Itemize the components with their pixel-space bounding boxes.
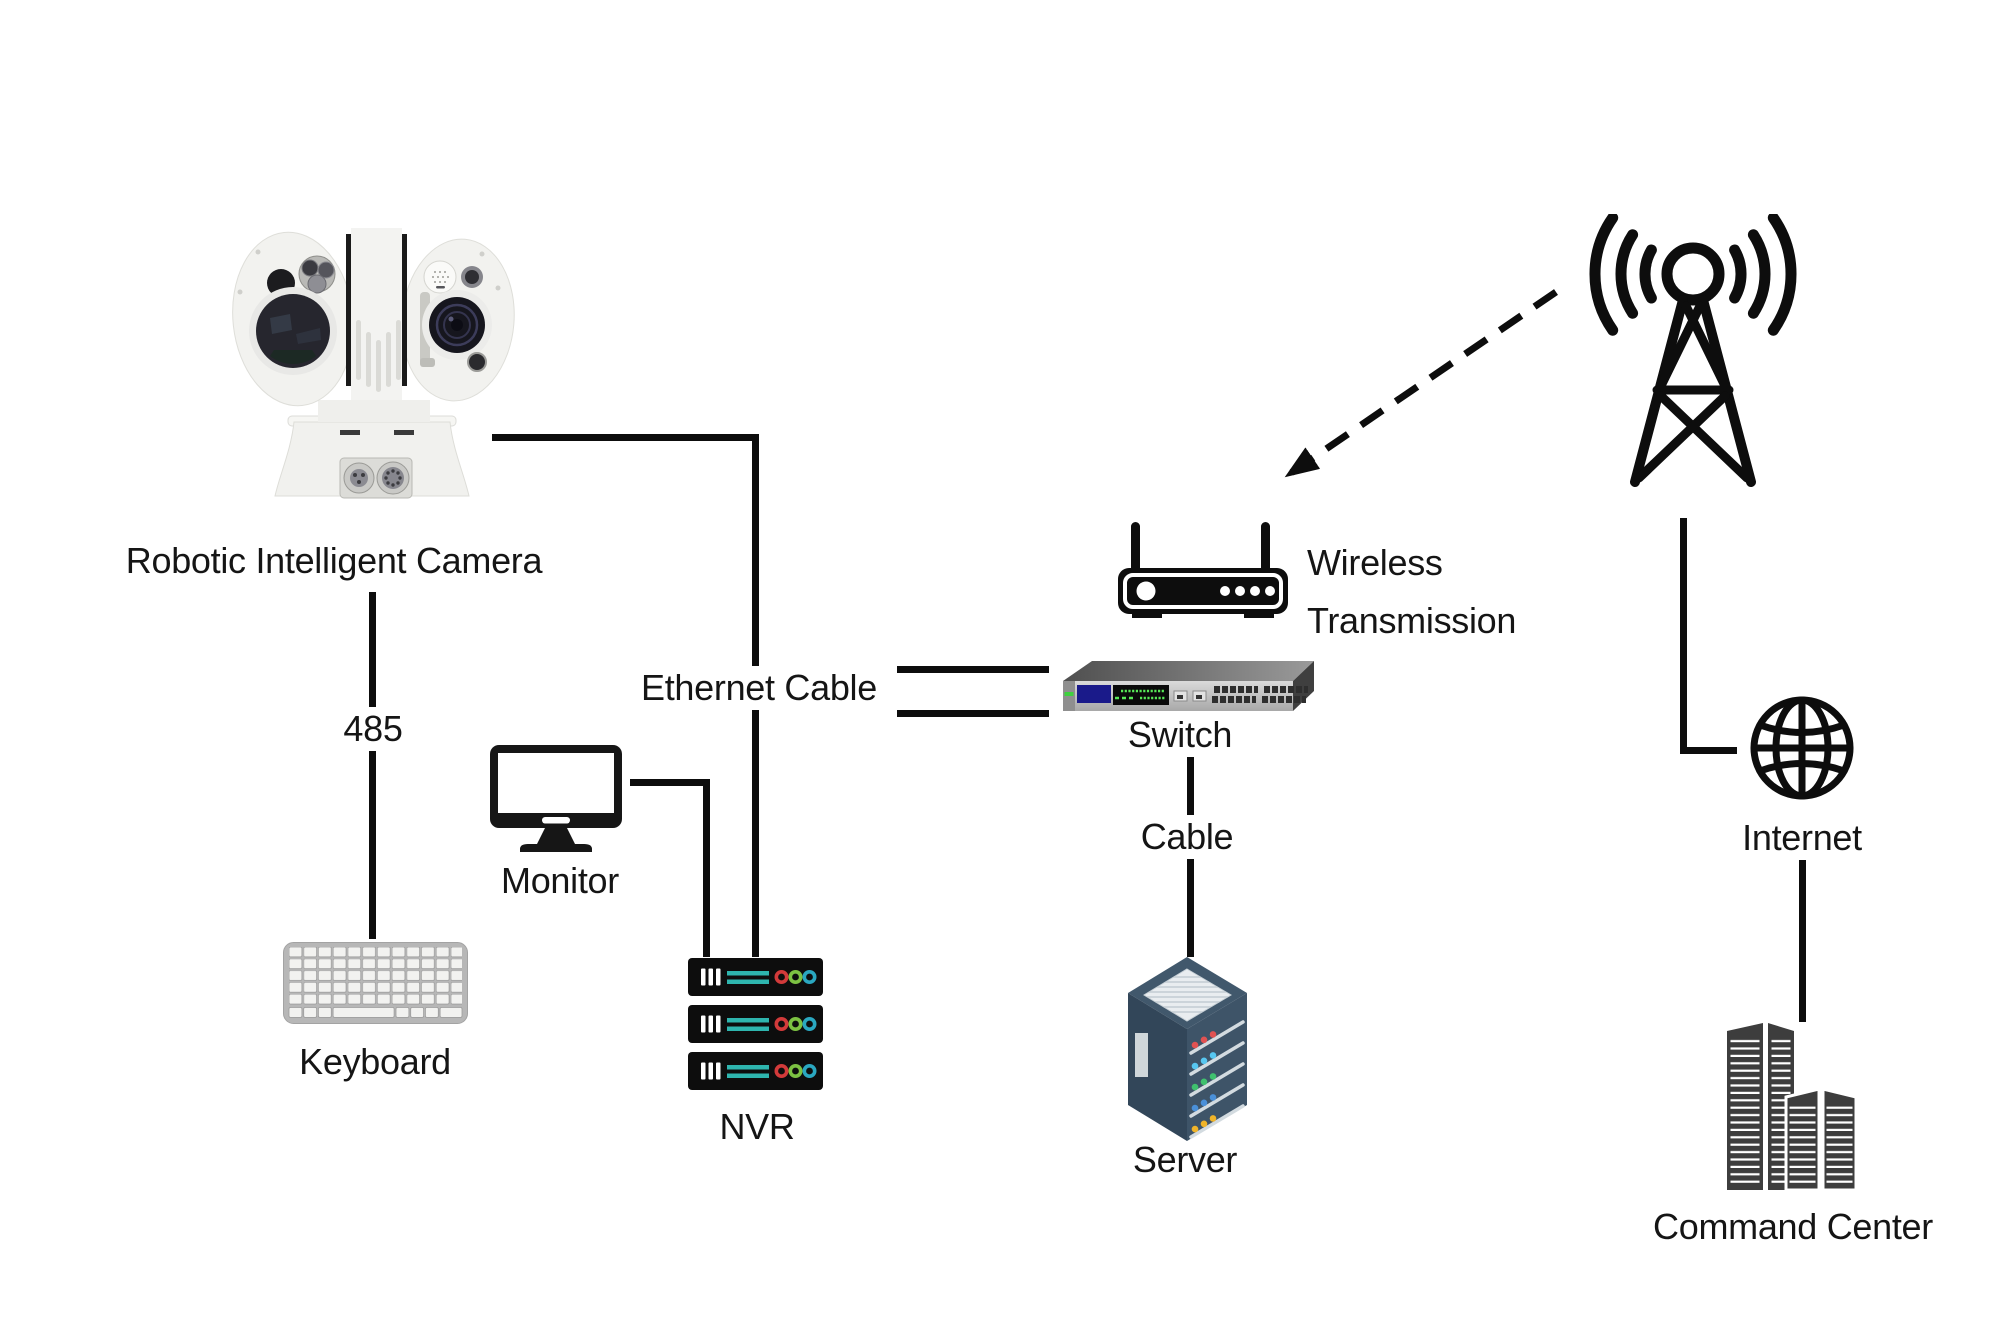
nvr-icon <box>688 958 823 1090</box>
command-center-label: Command Center <box>1653 1206 1933 1247</box>
signal-tower-icon <box>1589 214 1797 487</box>
wireless-transmission-label: Wireless Transmission <box>1307 534 1516 650</box>
edge-rs485-vertical <box>369 592 376 939</box>
cable-label: Cable <box>1130 815 1244 859</box>
robotic-camera-image <box>232 228 515 499</box>
server-label: Server <box>1132 1139 1238 1180</box>
nvr-label: NVR <box>719 1106 795 1147</box>
edge-tower-to-internet-vertical <box>1680 518 1687 754</box>
edge-ethernet-double-line-top <box>897 666 1049 673</box>
internet-globe-icon <box>1750 696 1854 800</box>
camera-label: Robotic Intelligent Camera <box>125 540 543 581</box>
internet-label: Internet <box>1742 817 1862 858</box>
edge-monitor-horizontal <box>630 779 710 786</box>
monitor-icon <box>490 745 622 852</box>
switch-icon <box>1063 661 1314 711</box>
command-center-buildings-icon <box>1727 1023 1857 1192</box>
edge-ethernet-double-line-bottom <box>897 710 1049 717</box>
rs485-label: 485 <box>333 707 413 751</box>
edge-tower-to-internet-horizontal <box>1680 747 1737 754</box>
server-icon <box>1128 957 1247 1141</box>
wireless-label-line1: Wireless <box>1307 542 1443 583</box>
edge-monitor-vertical <box>703 779 710 957</box>
monitor-label: Monitor <box>501 860 619 901</box>
keyboard-label: Keyboard <box>299 1041 451 1082</box>
edge-camera-to-ethernet-horizontal <box>492 434 759 441</box>
wireless-label-line2: Transmission <box>1307 600 1517 641</box>
wireless-router-icon <box>1118 522 1288 618</box>
ethernet-cable-label: Ethernet Cable <box>631 666 887 710</box>
edge-internet-to-command-vertical <box>1799 860 1806 1022</box>
keyboard-icon <box>283 942 468 1024</box>
switch-label: Switch <box>1127 714 1233 755</box>
